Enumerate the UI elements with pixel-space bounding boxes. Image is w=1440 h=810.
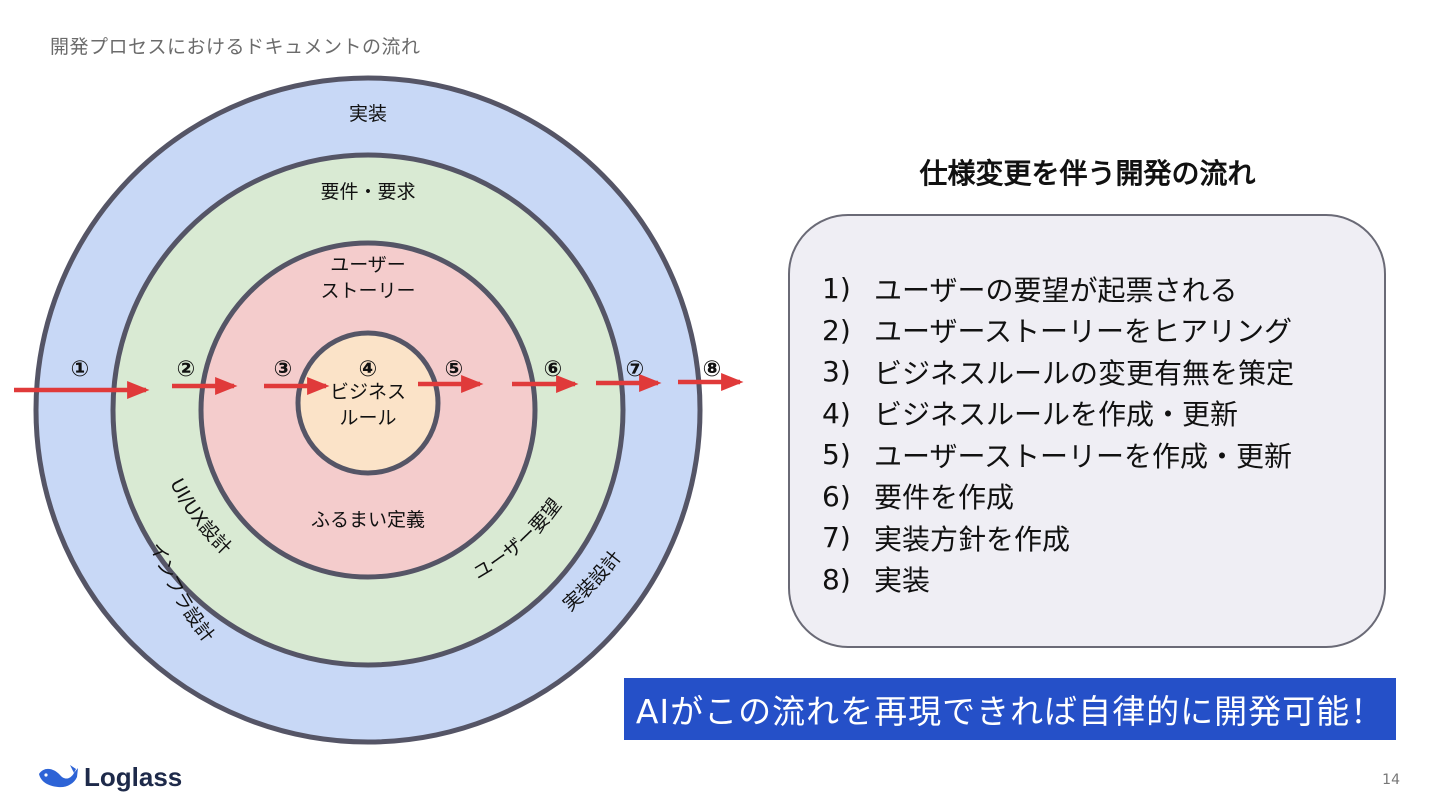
second-ring-label: 要件・要求 (320, 181, 415, 203)
step-number: 2) (822, 313, 851, 347)
step-item: 3) ビジネスルールの変更有無を策定 (822, 351, 1384, 393)
step-item: 1) ユーザーの要望が起票される (822, 268, 1384, 310)
behavior-label: ふるまい定義 (311, 509, 425, 531)
step-item: 4) ビジネスルールを作成・更新 (822, 393, 1384, 435)
step-number: 3) (822, 355, 851, 389)
step-text: ユーザーストーリーを作成・更新 (874, 439, 1293, 473)
step-text: ビジネスルールを作成・更新 (874, 398, 1239, 432)
logo-wordmark: Loglass (84, 761, 183, 792)
conclusion-banner: AIがこの流れを再現できれば自律的に開発可能！ (624, 678, 1396, 740)
whale-logo-icon (39, 765, 78, 788)
step-number: 7) (822, 521, 851, 555)
center-label-line2: ルール (339, 407, 396, 429)
step-text: ユーザーストーリーをヒアリング (874, 315, 1293, 349)
step-marker-6: ⑥ (544, 357, 563, 382)
outer-ring-label: 実装 (349, 103, 387, 125)
step-item: 7) 実装方針を作成 (822, 517, 1384, 559)
center-label-line1: ビジネス (330, 381, 406, 403)
step-number: 1) (822, 272, 851, 306)
step-item: 8) 実装 (822, 559, 1384, 601)
step-text: 要件を作成 (874, 481, 1015, 515)
step-text: 実装方針を作成 (874, 522, 1071, 556)
steps-panel: 1) ユーザーの要望が起票される 2) ユーザーストーリーをヒアリング 3) ビジネス… (788, 214, 1386, 648)
breadcrumb: 開発プロセスにおけるドキュメントの流れ (50, 36, 421, 58)
step-marker-2: ② (177, 357, 196, 382)
third-ring-label-line1: ユーザー (330, 254, 406, 276)
step-marker-7: ⑦ (626, 357, 645, 382)
step-marker-4: ④ (359, 357, 378, 382)
step-marker-3: ③ (274, 357, 293, 382)
third-ring-label-line2: ストーリー (320, 280, 415, 302)
ring-business-rule (295, 330, 441, 476)
step-text: ビジネスルールの変更有無を策定 (874, 356, 1295, 390)
concentric-process-diagram: 実装 要件・要求 ユーザー ストーリー ビジネス ルール ふるまい定義 インフラ… (14, 75, 744, 745)
step-markers: ① ② ③ ④ ⑤ ⑥ ⑦ ⑧ (71, 357, 722, 382)
step-marker-8: ⑧ (703, 357, 722, 382)
flow-title: 仕様変更を伴う開発の流れ (919, 157, 1256, 190)
flow-arrows (14, 373, 744, 399)
page-number: 14 (1382, 772, 1400, 788)
step-item: 5) ユーザーストーリーを作成・更新 (822, 434, 1384, 476)
step-item: 6) 要件を作成 (822, 476, 1384, 518)
step-number: 6) (822, 479, 851, 513)
step-marker-5: ⑤ (445, 357, 464, 382)
step-item: 2) ユーザーストーリーをヒアリング (822, 310, 1384, 352)
step-marker-1: ① (71, 357, 90, 382)
step-text: 実装 (874, 564, 931, 598)
step-number: 8) (822, 562, 851, 596)
step-text: ユーザーの要望が起票される (874, 273, 1238, 307)
step-number: 4) (822, 396, 851, 430)
brand-logo: Loglass (36, 758, 182, 796)
step-number: 5) (822, 438, 851, 472)
